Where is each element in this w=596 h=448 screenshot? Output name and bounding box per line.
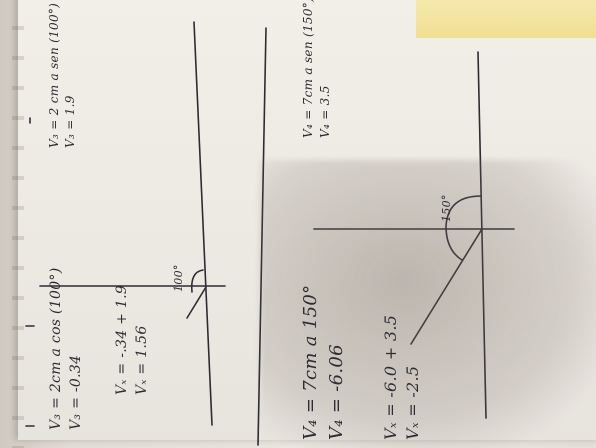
page-divider-line bbox=[257, 27, 267, 446]
note-v3-sin-line2: V₃ = 1.9 bbox=[63, 95, 77, 148]
note-vx-sum-line2: Vₓ = 1.56 bbox=[134, 325, 150, 395]
spiral-binding bbox=[12, 0, 24, 448]
note-v4-sin-line1: V₄ = 7cm a sen (150°) bbox=[301, 0, 315, 138]
top-diagram-angle-arc bbox=[190, 269, 204, 293]
note-v3-cos: V₃ = 2cm a cos (100°) V₃ = -0.34 bbox=[46, 268, 86, 430]
note-vx-v4-line1: Vₓ = -6.0 + 3.5 bbox=[381, 314, 400, 440]
note-vx-v4-line2: Vₓ = -2.5 bbox=[403, 365, 422, 440]
note-v3-cos-line1: V₃ = 2cm a cos (100°) bbox=[48, 267, 64, 430]
note-v3-sin-line1: V₃ = 2 cm a sen (100°) bbox=[47, 2, 61, 148]
top-diagram-y-axis bbox=[193, 21, 213, 426]
angle-label-150: 150° bbox=[440, 194, 453, 222]
bottom-diagram-y-axis bbox=[477, 51, 487, 419]
top-diagram-vector bbox=[186, 286, 207, 319]
note-v4-sin: V₄ = 7cm a sen (150°) V₄ = 3.5 bbox=[300, 0, 334, 138]
note-v4-cos: V₄ = 7cm a 150° V₄ = -6.06 bbox=[298, 285, 350, 440]
note-v4-cos-line1: V₄ = 7cm a 150° bbox=[300, 284, 321, 440]
bottom-diagram-angle-arc bbox=[445, 195, 482, 261]
note-vx-sum-line1: Vₓ = -.34 + 1.9 bbox=[114, 284, 130, 395]
hand-shadow bbox=[260, 160, 596, 448]
sticky-note bbox=[416, 0, 596, 38]
note-v4-cos-line2: V₄ = -6.06 bbox=[326, 344, 347, 440]
notebook-page bbox=[18, 0, 596, 440]
note-v4-sin-line2: V₄ = 3.5 bbox=[318, 85, 332, 138]
note-v3-sin: V₃ = 2 cm a sen (100°) V₃ = 1.9 bbox=[46, 3, 78, 148]
note-vx-sum: Vₓ = -.34 + 1.9 Vₓ = 1.56 bbox=[112, 285, 152, 395]
note-v3-cos-line2: V₃ = -0.34 bbox=[68, 354, 84, 430]
note-vx-v4: Vₓ = -6.0 + 3.5 Vₓ = -2.5 bbox=[380, 315, 424, 440]
angle-label-100: 100° bbox=[172, 264, 185, 292]
bottom-diagram-vector bbox=[410, 228, 483, 345]
